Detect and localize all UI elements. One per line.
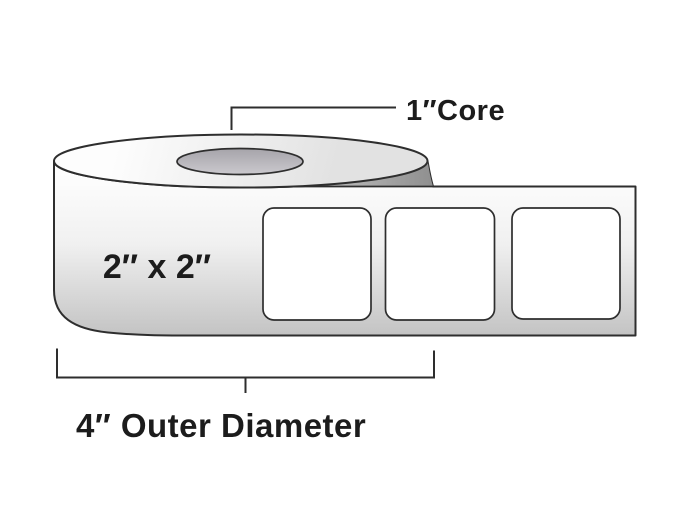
roll-side-shading-wedge xyxy=(241,161,433,188)
label-blank xyxy=(384,207,496,321)
label-blank xyxy=(262,207,372,321)
core-hole xyxy=(176,147,304,176)
core-label: 1″Core xyxy=(406,95,505,127)
label-blank xyxy=(511,207,621,320)
outer-diameter-bracket xyxy=(56,348,435,379)
label-size-text: 2″ x 2″ xyxy=(103,248,211,286)
outer-diameter-label: 4″ Outer Diameter xyxy=(76,407,366,444)
core-pointer-line xyxy=(230,106,396,130)
